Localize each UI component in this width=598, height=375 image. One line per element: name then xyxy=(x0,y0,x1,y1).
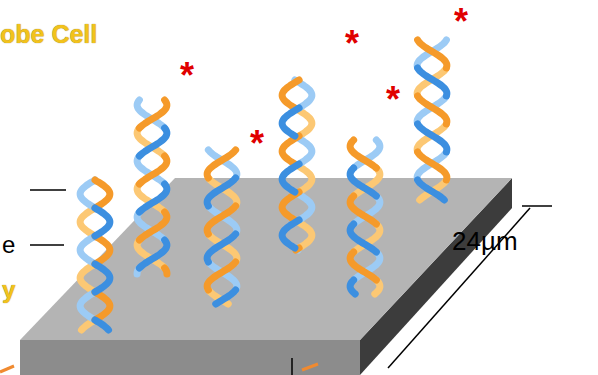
marker-asterisk: * xyxy=(345,26,359,62)
dna-strand xyxy=(418,68,447,96)
chip-top-face xyxy=(20,178,512,340)
dna-strand xyxy=(350,196,376,224)
dna-strand xyxy=(417,124,446,152)
dna-strand xyxy=(95,292,110,320)
dna-strand xyxy=(80,264,95,292)
marker-asterisk: * xyxy=(386,82,400,118)
dna-strand xyxy=(417,40,446,68)
dna-strand xyxy=(417,152,446,180)
dna-strand xyxy=(282,192,299,220)
dna-helices xyxy=(80,40,447,330)
dna-strand xyxy=(165,268,167,274)
dna-strand xyxy=(282,108,299,136)
dna-strand xyxy=(95,320,109,330)
dna-strand xyxy=(418,124,447,152)
dna-strand xyxy=(417,68,446,96)
dna-strand xyxy=(95,264,110,292)
dna-strand xyxy=(207,262,236,290)
dna-strand xyxy=(417,96,446,124)
marker-asterisk: * xyxy=(180,58,194,94)
chip-front-face xyxy=(20,340,360,375)
dna-strand xyxy=(418,40,447,68)
dna-strand xyxy=(95,236,110,264)
dna-strand xyxy=(350,224,376,252)
dna-strand xyxy=(139,128,166,156)
marker-asterisk: * xyxy=(250,126,264,162)
dna-strand xyxy=(418,152,447,180)
dna-strand xyxy=(282,220,299,248)
dimension-line xyxy=(388,208,530,368)
dna-strand xyxy=(139,100,166,128)
leader-line xyxy=(291,358,293,375)
dna-strand xyxy=(80,292,95,320)
dna-strand xyxy=(95,208,110,236)
dimension-tick xyxy=(522,205,552,207)
arrow-fragment xyxy=(302,364,318,370)
part-label: y xyxy=(2,278,15,302)
dna-strand xyxy=(207,206,236,234)
dna-strand xyxy=(80,236,95,264)
dna-strand xyxy=(80,180,95,208)
dna-strand xyxy=(139,240,166,268)
dna-strand xyxy=(139,156,166,184)
dna-strand xyxy=(418,96,447,124)
dna-strand xyxy=(216,290,236,304)
dna-strand xyxy=(207,178,236,206)
dna-strand xyxy=(350,140,376,168)
dna-strand xyxy=(139,212,166,240)
leader-line xyxy=(30,244,64,246)
dna-strand xyxy=(207,234,236,262)
dimension-label: 24µm xyxy=(452,228,518,254)
dna-strand xyxy=(282,80,299,108)
dna-strand xyxy=(95,180,110,208)
dna-strand xyxy=(80,208,95,236)
dna-strand xyxy=(418,180,445,200)
dna-strand xyxy=(207,150,236,178)
part-label: e xyxy=(2,233,15,257)
dna-strand xyxy=(282,136,299,164)
heading-label: obe Cell xyxy=(0,22,97,47)
dna-strand xyxy=(350,280,355,294)
dna-strand xyxy=(350,252,376,280)
marker-asterisk: * xyxy=(454,4,468,40)
arrow-fragment xyxy=(0,366,14,372)
leader-line xyxy=(30,189,66,191)
dna-strand xyxy=(139,184,166,212)
dna-strand xyxy=(282,164,299,192)
dna-strand xyxy=(350,168,376,196)
